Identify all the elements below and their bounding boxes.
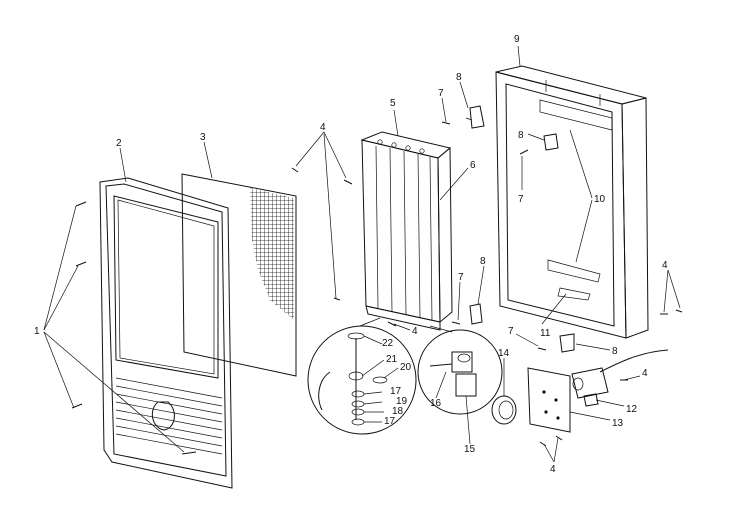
mesh-screen [181, 173, 297, 377]
screw-icon [71, 201, 197, 455]
callout-17-b: 17 [384, 416, 396, 427]
bracket-8-mid [543, 133, 559, 151]
grille-louvres [115, 377, 223, 455]
pilot-bracket-detail [417, 329, 503, 415]
callout-4-burner: 4 [412, 326, 418, 337]
sight-opening [151, 401, 175, 431]
callout-7-mid: 7 [518, 194, 524, 205]
callout-4-top: 4 [320, 122, 326, 133]
callout-6: 6 [470, 160, 476, 171]
callout-14: 14 [498, 348, 510, 359]
callout-7-low: 7 [458, 272, 464, 283]
callout-5: 5 [390, 98, 396, 109]
callout-4-right: 4 [662, 260, 668, 271]
callout-17-a: 17 [390, 386, 402, 397]
bracket-8-lower [469, 303, 483, 325]
callout-7-top: 7 [438, 88, 444, 99]
callout-20: 20 [400, 362, 412, 373]
gas-valve [571, 349, 669, 407]
callout-3: 3 [200, 132, 206, 143]
callout-18: 18 [392, 406, 404, 417]
callout-19: 19 [396, 396, 408, 407]
callout-4-bottom: 4 [550, 464, 556, 475]
callout-12: 12 [626, 404, 638, 415]
wall-housing-box [495, 65, 649, 339]
callout-2: 2 [116, 138, 122, 149]
callout-13: 13 [612, 418, 624, 429]
callout-8-bottom: 8 [612, 346, 618, 357]
control-knob [491, 395, 517, 425]
callout-8-low: 8 [480, 256, 486, 267]
leader-lines [43, 45, 681, 463]
front-grille-panel [99, 177, 233, 489]
pilot-assembly-detail [307, 325, 417, 435]
callout-8-mid: 8 [518, 130, 524, 141]
callout-labels: 1 2 3 4 5 6 7 8 9 8 7 10 7 8 4 4 11 7 8 … [34, 34, 668, 475]
callout-22: 22 [382, 338, 394, 349]
small-screws [291, 121, 683, 447]
callout-7-bottom: 7 [508, 326, 514, 337]
callout-10: 10 [594, 194, 606, 205]
callout-9: 9 [514, 34, 520, 45]
callout-4-valve: 4 [642, 368, 648, 379]
burner-tube-assembly [360, 131, 453, 331]
callout-8-top: 8 [456, 72, 462, 83]
callout-16: 16 [430, 398, 442, 409]
callout-11: 11 [540, 328, 551, 339]
callout-1: 1 [34, 326, 40, 337]
callout-21: 21 [386, 354, 398, 365]
bracket-8-top [465, 105, 485, 129]
valve-mounting-plate [527, 367, 571, 433]
callout-15: 15 [464, 444, 476, 455]
bracket-8-bottom [559, 333, 575, 353]
